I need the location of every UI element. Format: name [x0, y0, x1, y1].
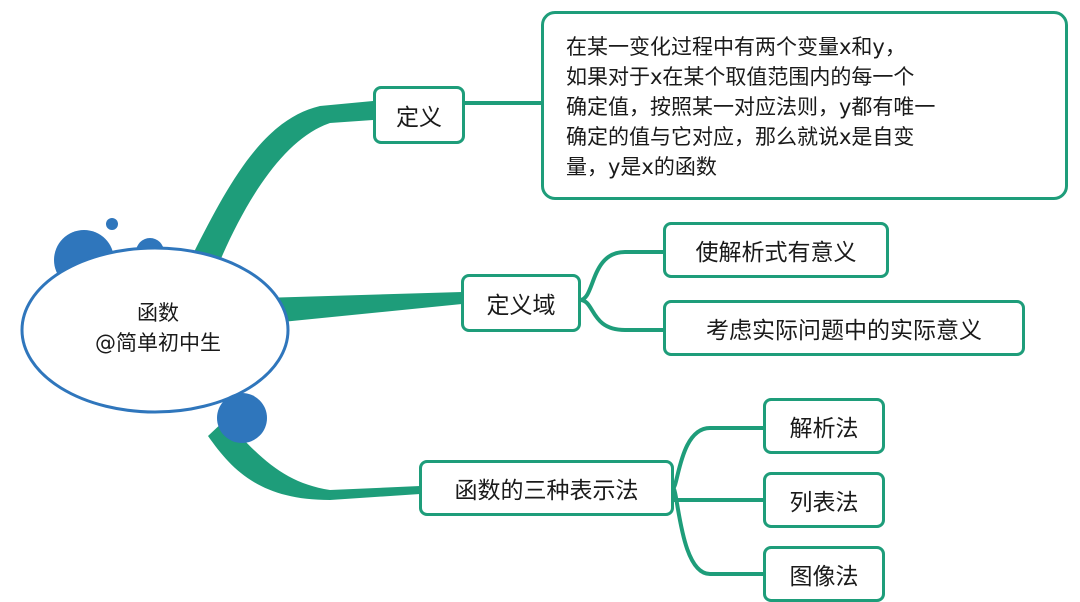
- definition-line: 量，y是x的函数: [566, 155, 717, 179]
- node-domain-child-1-label: 使解析式有意义: [695, 240, 857, 266]
- node-domain-child-1[interactable]: 使解析式有意义: [663, 222, 889, 278]
- node-rep-table-label: 列表法: [789, 490, 859, 516]
- connector-rep-child-1: [671, 426, 764, 490]
- root-ellipse: [20, 246, 290, 414]
- definition-line: 如果对于x在某个取值范围内的每一个: [566, 65, 915, 89]
- node-rep-table[interactable]: 列表法: [763, 472, 885, 528]
- connector-domain-child-1: [579, 250, 664, 302]
- definition-line: 确定的值与它对应，那么就说x是自变: [566, 125, 915, 149]
- root-node-text: 函数 @简单初中生: [58, 298, 258, 358]
- definition-line: 在某一变化过程中有两个变量x和y，: [566, 35, 906, 59]
- connector-rep-child-3: [671, 486, 764, 576]
- node-domain-child-2-label: 考虑实际问题中的实际意义: [706, 318, 982, 344]
- definition-line: 确定值，按照某一对应法则，y都有唯一: [566, 95, 936, 119]
- node-representations-label: 函数的三种表示法: [454, 478, 639, 504]
- node-definition-label: 定义: [396, 105, 442, 131]
- node-definition[interactable]: 定义: [373, 86, 465, 144]
- node-rep-analytic[interactable]: 解析法: [763, 398, 885, 454]
- connector-domain-child-2: [579, 298, 664, 332]
- node-rep-analytic-label: 解析法: [789, 416, 859, 442]
- node-rep-graph[interactable]: 图像法: [763, 546, 885, 602]
- branch-representations: [208, 420, 420, 500]
- definition-text-box: 在某一变化过程中有两个变量x和y， 如果对于x在某个取值范围内的每一个 确定值，…: [541, 11, 1068, 200]
- node-representations[interactable]: 函数的三种表示法: [419, 460, 674, 516]
- node-domain-child-2[interactable]: 考虑实际问题中的实际意义: [663, 300, 1025, 356]
- branch-domain: [262, 292, 462, 324]
- node-domain[interactable]: 定义域: [461, 274, 581, 332]
- decor-circle-small: [106, 218, 118, 230]
- branch-definition: [185, 101, 373, 280]
- node-domain-label: 定义域: [486, 293, 556, 319]
- node-rep-graph-label: 图像法: [789, 564, 859, 590]
- root-title: 函数: [137, 301, 179, 325]
- decor-circle-bottom: [217, 393, 267, 443]
- root-subtitle: @简单初中生: [95, 331, 221, 355]
